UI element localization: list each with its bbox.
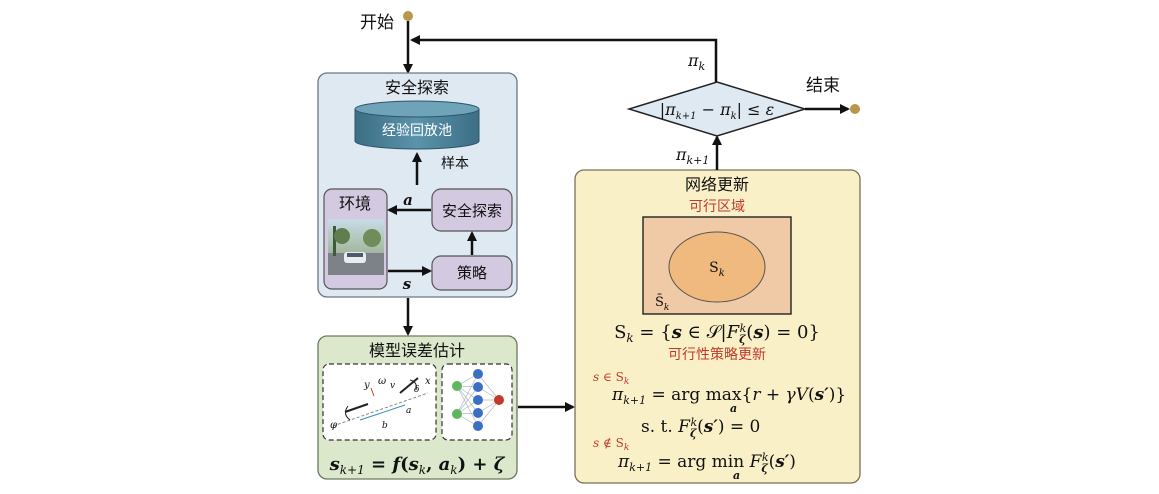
policy-update-title: 可行性策略更新: [668, 346, 766, 363]
svg-text:φ: φ: [330, 420, 337, 431]
vehicle-model-box: [322, 363, 437, 441]
start-dot: [403, 11, 413, 21]
policy-box: [431, 255, 513, 291]
replay-buffer-label: 经验回放池: [382, 123, 452, 139]
replay-buffer-cylinder: 经验回放池: [354, 100, 480, 150]
end-label: 结束: [806, 76, 840, 96]
case-out-label: s ∉ Sk: [593, 436, 629, 453]
svg-text:ω: ω: [378, 376, 386, 387]
update-out-equation: πk+1 = arg min Fζk(s′): [617, 451, 796, 475]
safe-explore-box-label: 安全探索: [442, 202, 502, 220]
action-symbol: a: [403, 191, 413, 209]
pi-k-label: πk: [687, 51, 706, 73]
environment-photo: [328, 219, 384, 275]
model-panel-title: 模型误差估计: [369, 341, 465, 360]
vehicle-model-sketch: y ω v δ x a b φ: [330, 376, 431, 431]
environment-label: 环境: [339, 194, 371, 213]
pi-k-plus-1-label: πk+1: [675, 145, 709, 167]
set-definition: Sk = {s ∈ 𝒮|Fζk(s) = 0}: [614, 322, 820, 346]
update-in-argmax-sub: a: [730, 402, 737, 415]
case-in-label: s ∈ Sk: [593, 370, 629, 387]
svg-text:b: b: [382, 421, 388, 431]
feasible-region-title: 可行区域: [689, 199, 745, 215]
start-label: 开始: [360, 13, 394, 33]
network-panel-title: 网络更新: [685, 175, 749, 194]
svg-text:a: a: [406, 406, 411, 416]
neural-net-icon: [452, 369, 504, 431]
safe-explore-title: 安全探索: [385, 78, 449, 97]
update-out-argmin-sub: a: [733, 469, 740, 482]
state-symbol: s: [403, 275, 412, 293]
svg-text:x: x: [425, 376, 431, 387]
loop-back-arrow: [410, 35, 718, 82]
decision-diamond: [626, 81, 808, 137]
end-dot: [850, 104, 860, 114]
policy-label: 策略: [457, 264, 487, 282]
constraint-equation: s. t. Fζk(s′) = 0: [641, 416, 760, 440]
dynamics-equation: sk+1 = f(sk, ak) + ζ: [329, 454, 506, 477]
safe-set-ellipse: [668, 231, 766, 303]
update-in-equation: πk+1 = arg max{r + γV(s′)}: [611, 385, 846, 407]
sample-label: 样本: [441, 156, 469, 172]
svg-text:δ: δ: [414, 385, 419, 395]
svg-text:v: v: [390, 381, 395, 391]
svg-text:y: y: [363, 380, 370, 391]
